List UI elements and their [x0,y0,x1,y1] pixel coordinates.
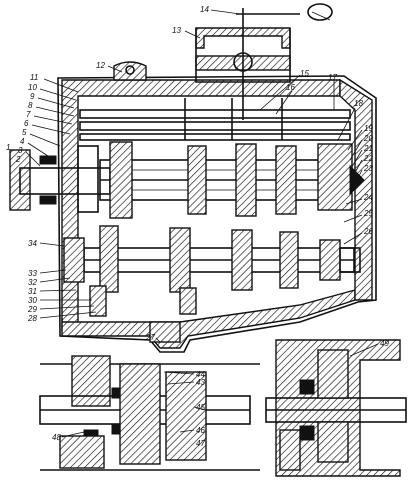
callout-49: 49 [380,339,389,348]
callout-13: 13 [172,26,181,35]
callout-8: 8 [28,101,33,110]
callout-labels: 14 13 12 15 16 17 11 10 9 8 7 6 5 4 3 2 … [6,5,389,448]
detail-a-idler-section [39,355,260,471]
detail-b-reverse-section [265,339,407,477]
callout-20: 20 [363,134,373,143]
callout-19: 19 [364,124,373,133]
callout-2: 2 [15,155,21,164]
callout-48: 48 [52,433,61,442]
callout-16: 16 [286,83,295,92]
callout-43: 43 [196,378,205,387]
callout-22: 22 [363,154,373,163]
reverse-idler [89,285,197,317]
leader-lines [25,9,379,438]
callout-5: 5 [22,128,27,137]
main-shaft-gears [77,141,297,219]
callout-44: 44 [196,370,205,379]
callout-46: 46 [196,426,205,435]
callout-32: 32 [28,278,37,287]
callout-6: 6 [24,119,29,128]
shift-tower [195,3,333,120]
callout-18: 18 [354,99,363,108]
callout-24: 24 [363,193,373,202]
callout-4: 4 [20,137,25,146]
input-shaft [9,143,365,211]
callout-11: 11 [30,73,38,82]
callout-9: 9 [30,92,35,101]
drain-boss [149,321,181,343]
callout-26: 26 [363,227,373,236]
callout-12: 12 [96,61,105,70]
callout-30: 30 [28,296,37,305]
callout-23: 23 [363,164,373,173]
top-lug [113,61,147,81]
callout-29: 29 [27,305,37,314]
callout-15: 15 [300,69,309,78]
callout-21: 21 [363,144,373,153]
shift-rods [79,98,351,141]
callout-47: 47 [196,439,205,448]
callout-31: 31 [28,287,37,296]
gearbox-housing [57,75,377,353]
callout-28: 28 [27,314,37,323]
callout-33: 33 [28,269,37,278]
callout-3: 3 [18,146,23,155]
callout-10: 10 [28,83,37,92]
countershaft [63,225,361,293]
callout-17: 17 [328,73,337,82]
callout-25: 25 [363,209,373,218]
callout-45: 45 [196,403,205,412]
callout-27: 27 [145,333,155,342]
callout-14: 14 [200,5,209,14]
callout-1: 1 [6,143,10,152]
callout-34: 34 [28,239,37,248]
callout-7: 7 [26,110,31,119]
